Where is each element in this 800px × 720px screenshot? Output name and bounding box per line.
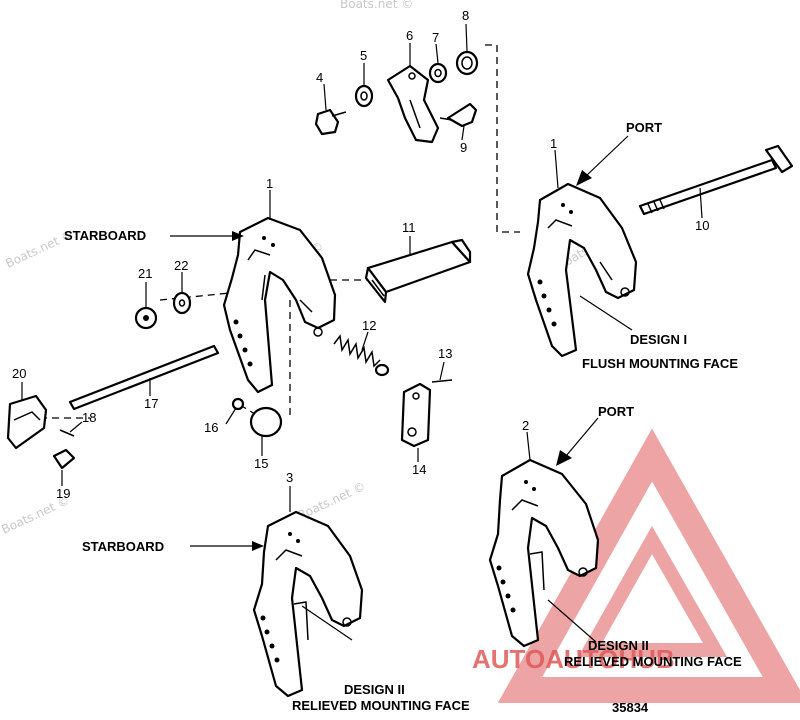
part-5-washer xyxy=(354,84,374,108)
part-number: 15 xyxy=(254,456,268,471)
part-11-sleeve xyxy=(364,238,472,304)
part-number: 4 xyxy=(316,70,323,85)
part-number: 21 xyxy=(138,266,152,281)
part-6-clamp-lever xyxy=(386,64,440,144)
part-14-lock-lever xyxy=(400,382,432,448)
part-number: 17 xyxy=(144,396,158,411)
part-9-bolt xyxy=(439,102,478,128)
part-18-pin xyxy=(59,429,75,437)
part-10-long-bolt xyxy=(638,144,794,216)
design-2-subtitle: RELIEVED MOUNTING FACE xyxy=(564,654,742,669)
part-8-nut xyxy=(455,50,479,76)
port-label: PORT xyxy=(626,120,662,135)
part-number: 9 xyxy=(460,140,467,155)
design-2-title: DESIGN II xyxy=(588,638,649,653)
part-number: 6 xyxy=(406,28,413,43)
starboard-bracket-1 xyxy=(222,216,337,394)
port-label: PORT xyxy=(598,404,634,419)
part-13-pin xyxy=(431,379,453,383)
part-19-clip xyxy=(52,448,76,470)
starboard-label: STARBOARD xyxy=(64,228,146,243)
part-number: 7 xyxy=(432,30,439,45)
part-number: 20 xyxy=(12,366,26,381)
figure-id: 35834 xyxy=(612,700,649,715)
part-number: 5 xyxy=(360,48,367,63)
watermark: Boats.net © xyxy=(340,0,413,11)
design-1-subtitle: FLUSH MOUNTING FACE xyxy=(582,356,738,371)
design-2-title: DESIGN II xyxy=(344,682,405,697)
part-number: 1 xyxy=(266,176,273,191)
callout-labels: STARBOARD STARBOARD PORT PORT DESIGN I F… xyxy=(64,120,742,715)
pointer-arrows xyxy=(170,135,629,551)
part-number: 2 xyxy=(522,418,529,433)
brand-text: AUTOAUTOHUB xyxy=(472,644,675,674)
design-2-subtitle: RELIEVED MOUNTING FACE xyxy=(292,698,470,713)
part-17-rod xyxy=(68,344,220,411)
part-12-spring xyxy=(333,334,390,377)
part-number: 18 xyxy=(82,410,96,425)
part-number: 10 xyxy=(695,218,709,233)
part-number: 19 xyxy=(56,486,70,501)
part-4-knob xyxy=(314,108,347,136)
part-22-washer xyxy=(172,291,192,315)
starboard-label: STARBOARD xyxy=(82,539,164,554)
part-15-disc xyxy=(249,406,283,438)
part-16-nut xyxy=(231,397,245,411)
part-number: 13 xyxy=(438,346,452,361)
part-number: 11 xyxy=(402,220,416,235)
part-number-labels: 4 5 6 7 8 9 1 1 10 11 12 13 14 15 16 17 … xyxy=(12,8,709,501)
part-20-clip xyxy=(6,394,48,450)
part-number: 16 xyxy=(204,420,218,435)
part-21-nut xyxy=(134,306,158,330)
part-7-washer xyxy=(428,62,448,84)
leader-lines xyxy=(21,23,703,643)
port-bracket-design-2 xyxy=(488,458,600,648)
part-number: 3 xyxy=(286,470,293,485)
part-number: 1 xyxy=(550,136,557,151)
starboard-bracket-design-2 xyxy=(252,510,364,698)
part-number: 8 xyxy=(462,8,469,23)
design-1-title: DESIGN I xyxy=(630,332,687,347)
port-bracket-design-1 xyxy=(526,182,638,358)
part-number: 14 xyxy=(412,462,426,477)
part-number: 12 xyxy=(362,318,376,333)
part-number: 22 xyxy=(174,258,188,273)
